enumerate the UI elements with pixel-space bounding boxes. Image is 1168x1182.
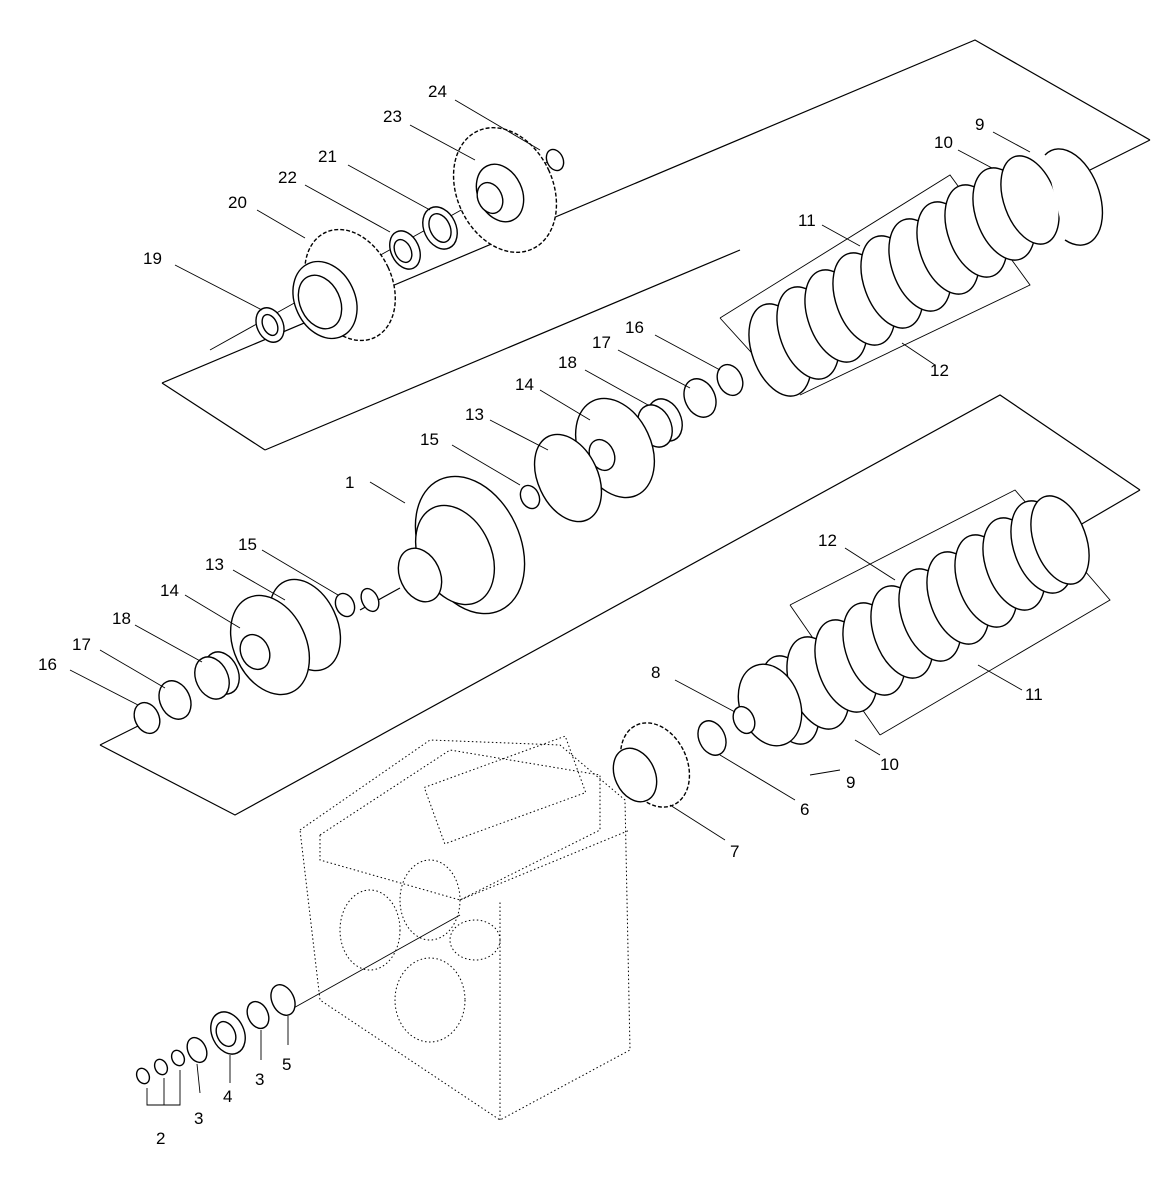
- callout-labels: 1 2 3 3 4 5 6 7 8 9 9 10 10 11 11 12 12 …: [38, 82, 1043, 1148]
- part-13-upper-seal: [533, 433, 603, 523]
- callout-18-upper: 18: [558, 353, 577, 372]
- part-14-lower-piston: [229, 594, 311, 696]
- part-15-upper-ring: [519, 484, 541, 510]
- callout-6: 6: [800, 800, 809, 819]
- part-1-clutch-drum: [359, 475, 526, 615]
- callout-22: 22: [278, 168, 297, 187]
- callout-7: 7: [730, 842, 739, 861]
- part-24-snap-ring: [545, 148, 565, 172]
- callout-15-lower: 15: [238, 535, 257, 554]
- part-19-washer: [255, 307, 285, 343]
- part-21-ring: [422, 206, 458, 250]
- lower-axis-line: [289, 914, 461, 1011]
- callout-3-left: 3: [194, 1109, 203, 1128]
- callout-4: 4: [223, 1087, 232, 1106]
- part-17-upper-retainer: [683, 378, 717, 418]
- part-3-ring-left: [186, 1036, 208, 1064]
- part-2-rings: [135, 1049, 186, 1106]
- part-4-ball-bearing: [210, 1011, 246, 1055]
- callout-9-upper: 9: [975, 115, 984, 134]
- part-3-ring-right: [246, 1000, 270, 1030]
- transmission-housing: [299, 735, 631, 1121]
- part-17-lower-retainer: [158, 680, 192, 720]
- part-16-upper-ring: [716, 363, 744, 397]
- part-23-large-gear: [452, 126, 558, 254]
- part-15-lower-ring: [334, 592, 356, 618]
- part-5-ring: [270, 984, 296, 1016]
- part-8-washer: [732, 705, 756, 735]
- callout-12-lower: 12: [818, 531, 837, 550]
- part-16-lower-ring: [133, 701, 161, 735]
- callout-15-upper: 15: [420, 430, 439, 449]
- callout-12-upper: 12: [930, 361, 949, 380]
- part-6-needle-bearing: [697, 720, 727, 756]
- callout-20: 20: [228, 193, 247, 212]
- callout-17-upper: 17: [592, 333, 611, 352]
- callout-16-lower: 16: [38, 655, 57, 674]
- callout-13-upper: 13: [465, 405, 484, 424]
- callout-5: 5: [282, 1055, 291, 1074]
- part-22-needle-bearing: [389, 230, 421, 270]
- part-20-gear: [292, 228, 396, 342]
- callout-16-upper: 16: [625, 318, 644, 337]
- upper-group-frame: [161, 39, 1151, 451]
- callout-9-lower: 9: [846, 773, 855, 792]
- callout-11-upper: 11: [798, 211, 816, 230]
- callout-24: 24: [428, 82, 447, 101]
- callout-17-lower: 17: [72, 635, 91, 654]
- leader-lines: [69, 99, 1031, 1094]
- callout-13-lower: 13: [205, 555, 224, 574]
- callout-18-lower: 18: [112, 609, 131, 628]
- callout-8: 8: [651, 663, 660, 682]
- callout-14-lower: 14: [160, 581, 179, 600]
- callout-14-upper: 14: [515, 375, 534, 394]
- part-9-upper-snap-ring: [1044, 148, 1104, 246]
- callout-1: 1: [345, 473, 354, 492]
- part-7-gear: [612, 722, 691, 808]
- part-18-lower-spring: [194, 651, 240, 700]
- callout-21: 21: [318, 147, 337, 166]
- callout-23: 23: [383, 107, 402, 126]
- callout-10-lower: 10: [880, 755, 899, 774]
- callout-19: 19: [143, 249, 162, 268]
- callout-2: 2: [156, 1129, 165, 1148]
- callout-3-right: 3: [255, 1070, 264, 1089]
- callout-10-upper: 10: [934, 133, 953, 152]
- callout-11-lower: 11: [1025, 685, 1043, 704]
- lower-group-frame: [99, 394, 1141, 816]
- upper-clutch-discs: [748, 155, 1060, 397]
